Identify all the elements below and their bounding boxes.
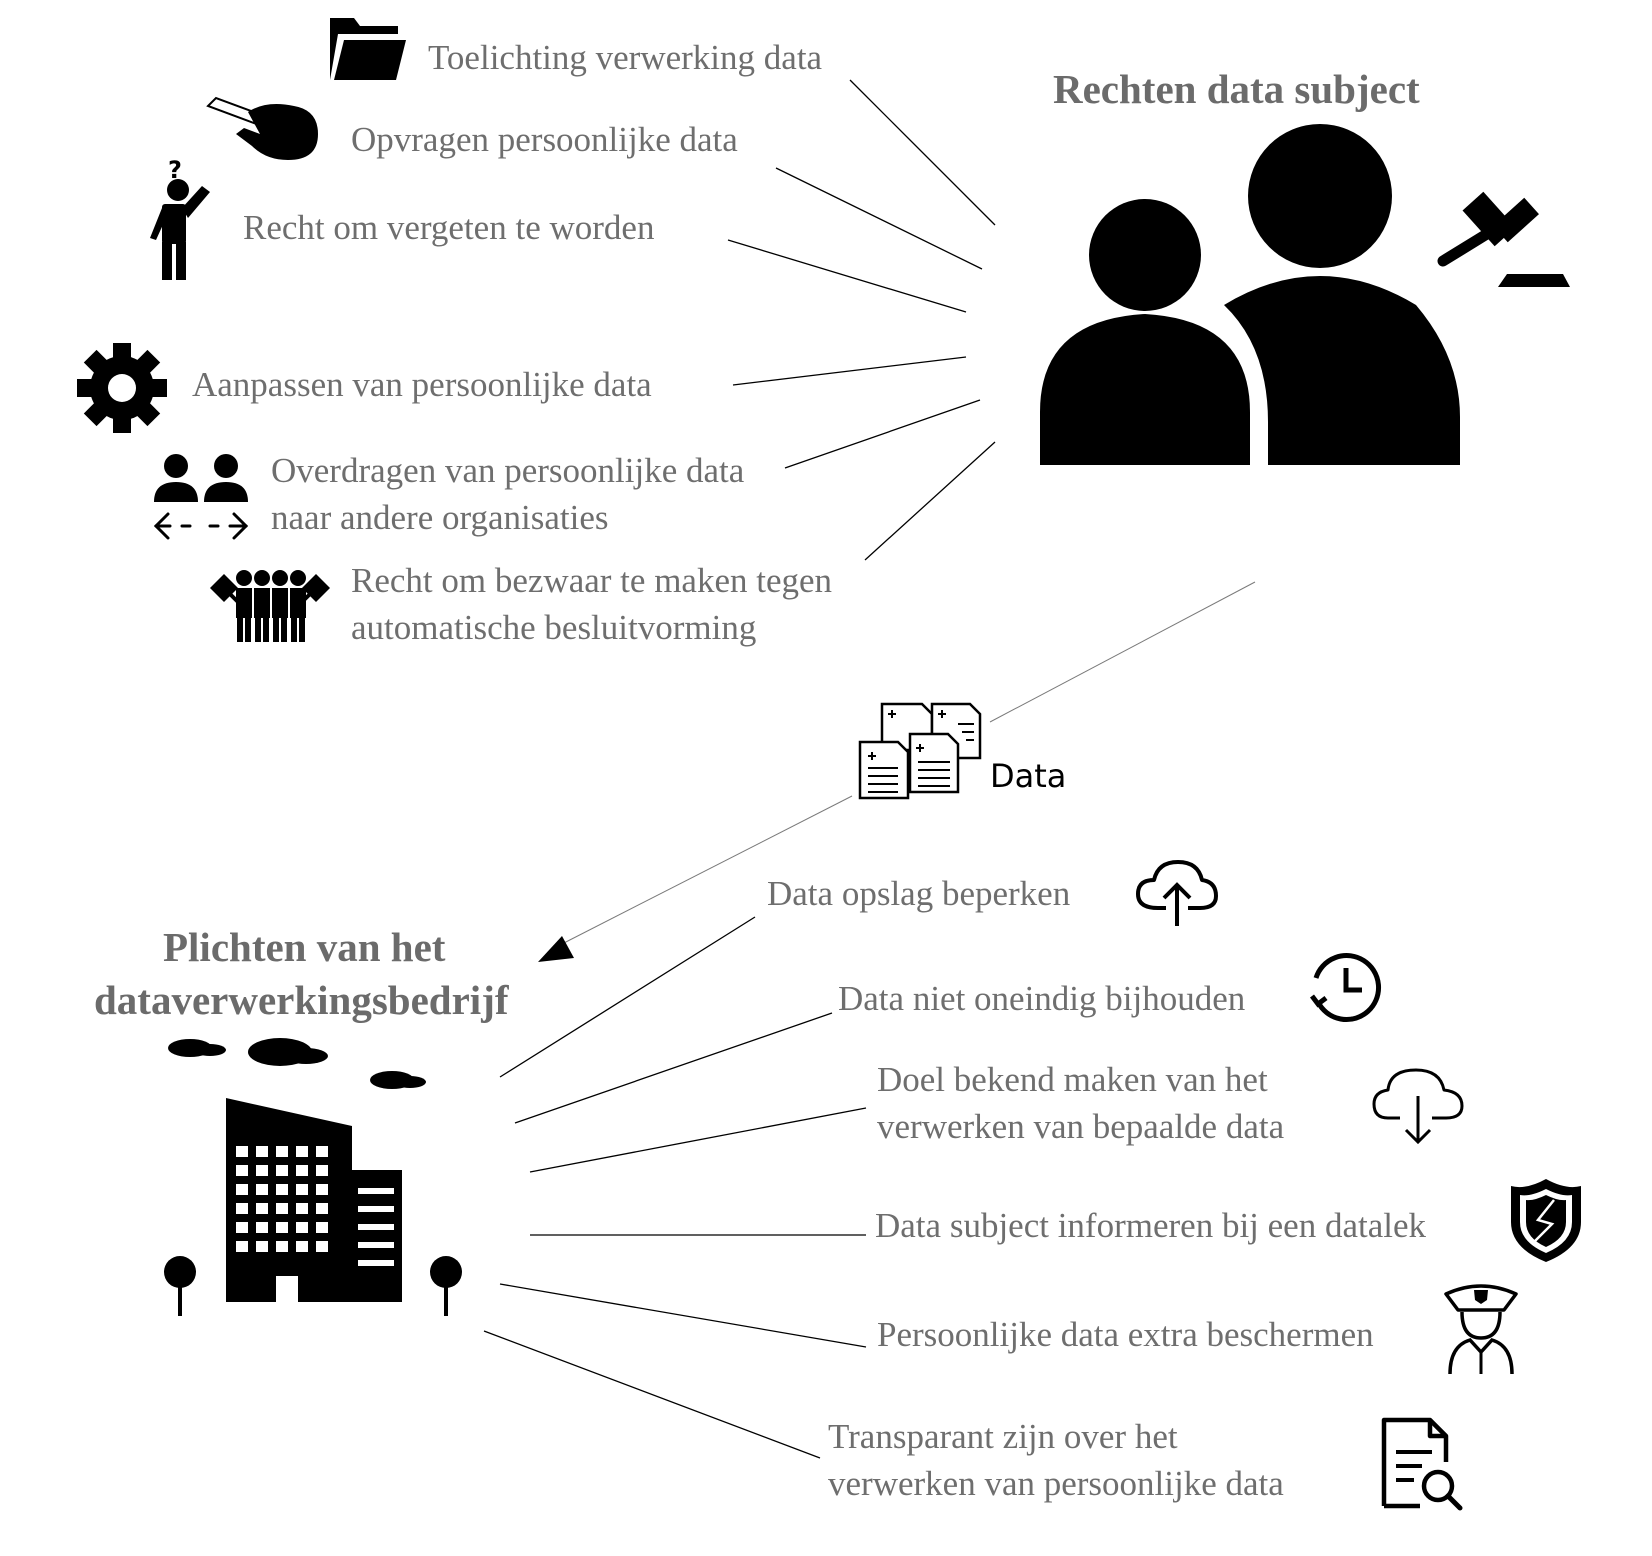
- connector-rights-6: [864, 441, 996, 561]
- data-flow-label: Data: [990, 757, 1067, 795]
- connector-rights-4: [732, 356, 967, 386]
- confused-person-icon: ?: [150, 156, 210, 280]
- duty-inform-data-breach: Data subject informeren bij een datalek: [875, 1206, 1427, 1245]
- police-officer-icon: [1444, 1284, 1518, 1375]
- connector-duties-3: [529, 1107, 867, 1173]
- right-explain-processing: Toelichting verwerking data: [428, 38, 823, 77]
- data-flow-arrowhead: [538, 936, 574, 962]
- rights-title: Rechten data subject: [1053, 66, 1420, 112]
- connector-duties-2: [514, 1012, 833, 1124]
- data-flow-line-lower: [559, 795, 853, 946]
- svg-text:?: ?: [168, 156, 182, 184]
- people-transfer-icon: [153, 454, 249, 540]
- duty-limit-storage: Data opslag beperken: [767, 874, 1071, 913]
- connector-rights-1: [849, 79, 996, 226]
- connector-rights-5: [784, 399, 981, 469]
- protest-group-icon: [210, 570, 330, 642]
- right-request-data: Opvragen persoonlijke data: [351, 120, 738, 159]
- gear-icon: [77, 343, 167, 433]
- documents-icon: [858, 702, 982, 800]
- connector-rights-3: [727, 239, 967, 313]
- duty-state-purpose-line2: verwerken van bepaalde data: [877, 1107, 1285, 1146]
- connector-rights-2: [775, 167, 983, 270]
- duties-title-line1: Plichten van het: [163, 924, 446, 970]
- right-data-portability-line2: naar andere organisaties: [271, 498, 609, 537]
- hand-card-icon: [206, 96, 318, 160]
- duty-transparency-line2: verwerken van persoonlijke data: [828, 1464, 1284, 1503]
- connector-duties-1: [499, 916, 756, 1078]
- duty-not-keep-forever: Data niet oneindig bijhouden: [838, 979, 1246, 1018]
- gavel-icon: [1437, 191, 1570, 287]
- duty-extra-protection: Persoonlijke data extra beschermen: [877, 1315, 1374, 1354]
- cloud-upload-icon: [1136, 860, 1218, 926]
- connector-duties-5: [499, 1283, 867, 1348]
- office-building-icon: [164, 1038, 462, 1316]
- duties-title-line2: dataverwerkingsbedrijf: [94, 977, 509, 1023]
- folder-icon: [330, 18, 406, 80]
- right-modify-data: Aanpassen van persoonlijke data: [192, 365, 652, 404]
- document-search-icon: [1381, 1417, 1463, 1511]
- duty-transparency-line1: Transparant zijn over het: [828, 1417, 1178, 1456]
- broken-shield-icon: [1511, 1179, 1581, 1262]
- clock-icon: [1310, 953, 1381, 1022]
- data-flow-line-upper: [989, 581, 1256, 723]
- right-object-automated-decisions-line1: Recht om bezwaar te maken tegen: [351, 561, 833, 600]
- duty-state-purpose-line1: Doel bekend maken van het: [877, 1060, 1268, 1099]
- connector-duties-6: [483, 1330, 821, 1459]
- right-to-be-forgotten: Recht om vergeten te worden: [243, 208, 655, 247]
- cloud-download-icon: [1372, 1068, 1464, 1145]
- people-icon: [1040, 124, 1460, 465]
- right-data-portability-line1: Overdragen van persoonlijke data: [271, 451, 745, 490]
- right-object-automated-decisions-line2: automatische besluitvorming: [351, 608, 757, 647]
